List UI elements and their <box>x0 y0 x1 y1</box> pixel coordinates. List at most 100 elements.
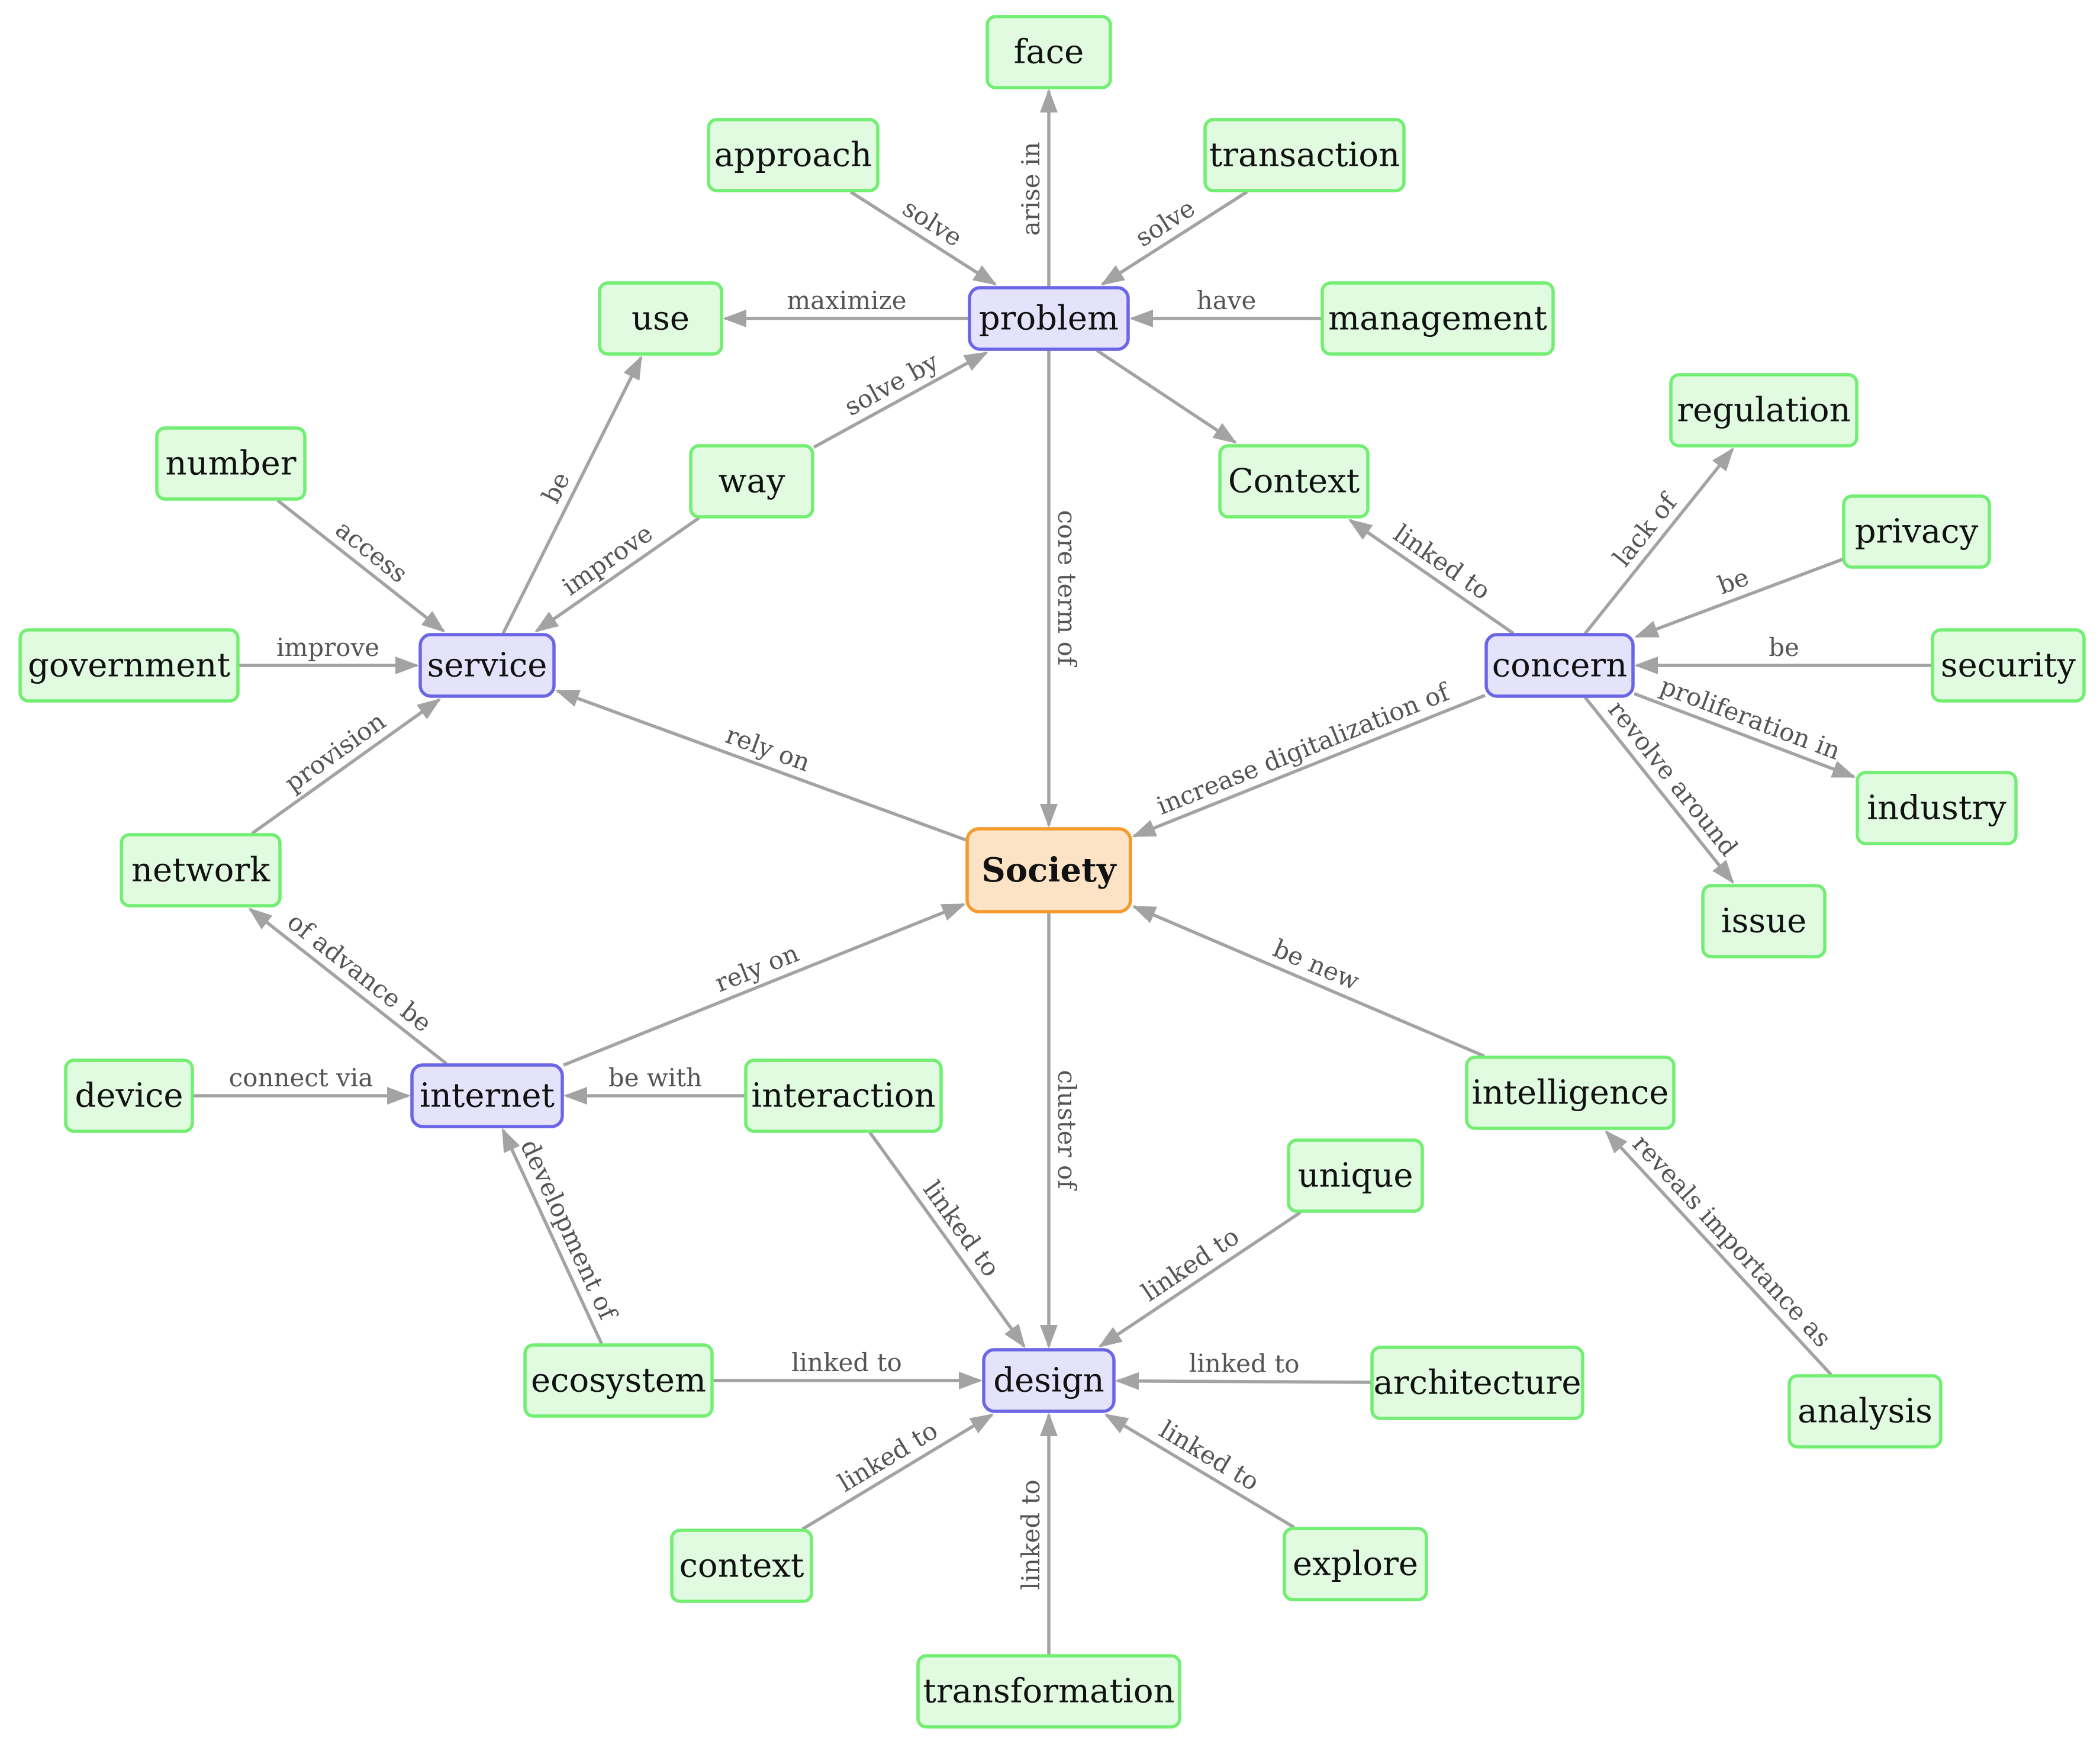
node-box <box>410 1063 564 1128</box>
edge-network-to-service <box>251 698 442 835</box>
node-box <box>18 628 240 703</box>
edge-label: of advance be <box>282 907 437 1038</box>
edge-label: linked to <box>1155 1415 1264 1497</box>
edge-label: reveals importance as <box>1627 1129 1837 1353</box>
node-way: way <box>689 444 814 519</box>
node-approach: approach <box>707 118 880 192</box>
node-label: internet <box>420 1077 555 1115</box>
edge-context-to-design <box>801 1413 994 1531</box>
edge-label: connect via <box>229 1063 373 1092</box>
node-label: Society <box>981 851 1117 890</box>
node-label: industry <box>1867 789 2006 828</box>
node-label: interaction <box>751 1077 935 1115</box>
node-analysis: analysis <box>1787 1374 1943 1449</box>
node-box <box>916 1654 1181 1729</box>
node-box <box>1787 1374 1943 1449</box>
node-box <box>598 281 723 356</box>
node-box <box>1320 281 1555 356</box>
node-box <box>523 1343 714 1418</box>
node-network: network <box>120 833 282 908</box>
edge-label: improve <box>276 633 379 662</box>
node-box <box>1842 494 1991 569</box>
node-management: management <box>1320 281 1555 356</box>
edge-privacy-to-concern <box>1634 558 1843 638</box>
node-box <box>120 833 282 908</box>
edge-concern-to-issue <box>1583 696 1734 884</box>
node-box <box>1218 444 1370 519</box>
node-design: design <box>982 1348 1116 1413</box>
node-box <box>1484 633 1635 698</box>
node-concern: concern <box>1484 633 1635 698</box>
edge-label: proliferation in <box>1656 671 1844 765</box>
edge-label: cluster of <box>1052 1070 1081 1191</box>
node-label: ecosystem <box>531 1362 706 1400</box>
node-explore: explore <box>1283 1527 1428 1601</box>
edge-concern-to-regulation <box>1584 447 1734 635</box>
node-label: issue <box>1721 902 1807 941</box>
edge-problem-to-context_cap <box>1096 349 1237 444</box>
node-label: government <box>28 646 230 685</box>
node-security: security <box>1931 628 2086 703</box>
node-architecture: architecture <box>1370 1346 1584 1420</box>
node-intelligence: intelligence <box>1465 1056 1676 1130</box>
edge-ecosystem-to-internet <box>501 1128 603 1345</box>
node-box <box>982 1348 1116 1413</box>
node-box <box>689 444 814 519</box>
node-ecosystem: ecosystem <box>523 1343 714 1418</box>
edge-analysis-to-intelligence <box>1605 1130 1832 1376</box>
edge-transaction-to-problem <box>1100 190 1248 286</box>
node-label: management <box>1328 300 1547 338</box>
node-box <box>1856 771 2018 845</box>
node-label: approach <box>714 136 872 175</box>
node-label: analysis <box>1798 1392 1932 1431</box>
edge-intelligence-to-society <box>1132 905 1485 1058</box>
node-industry: industry <box>1856 771 2018 845</box>
node-label: Context <box>1228 462 1360 501</box>
edges-layer <box>194 89 1931 1655</box>
node-label: service <box>427 646 547 685</box>
node-face: face <box>985 15 1112 89</box>
node-box <box>1203 118 1406 192</box>
node-regulation: regulation <box>1669 373 1859 448</box>
edge-label: core term of <box>1052 510 1081 668</box>
edge-society-to-service <box>555 689 967 842</box>
edge-number-to-service <box>276 498 446 633</box>
edge-internet-to-network <box>248 908 448 1066</box>
edge-architecture-to-design <box>1115 1372 1371 1390</box>
node-box <box>1931 628 2086 703</box>
node-internet: internet <box>410 1063 564 1128</box>
edge-service-to-use <box>501 355 643 635</box>
edge-internet-to-society <box>562 903 966 1067</box>
edge-label: linked to <box>1136 1221 1244 1307</box>
node-problem: problem <box>968 286 1130 351</box>
node-box <box>1465 1056 1676 1130</box>
node-box <box>1287 1138 1424 1213</box>
node-label: use <box>632 300 690 338</box>
edge-label: provision <box>279 706 391 797</box>
edge-label: linked to <box>1389 519 1496 606</box>
node-transformation: transformation <box>916 1654 1181 1729</box>
node-label: device <box>75 1077 183 1115</box>
node-box <box>155 426 307 501</box>
node-label: architecture <box>1374 1364 1582 1402</box>
edge-label: linked to <box>1016 1479 1045 1590</box>
edge-approach-to-problem <box>849 190 997 286</box>
edge-concern-to-industry <box>1634 692 1856 778</box>
node-privacy: privacy <box>1842 494 1991 569</box>
node-box <box>670 1529 813 1603</box>
node-label: unique <box>1297 1157 1413 1195</box>
node-label: design <box>993 1362 1104 1400</box>
node-box <box>965 827 1132 913</box>
node-issue: issue <box>1701 884 1827 958</box>
edge-concern-to-society <box>1132 693 1486 838</box>
edge-label: maximize <box>787 286 906 315</box>
node-number: number <box>155 426 307 501</box>
node-box <box>1370 1346 1584 1420</box>
edge-label: arise in <box>1016 142 1045 236</box>
node-interaction: interaction <box>744 1058 943 1133</box>
node-label: problem <box>979 300 1119 338</box>
node-box <box>985 15 1112 89</box>
node-box <box>418 633 556 698</box>
node-label: privacy <box>1855 513 1979 551</box>
